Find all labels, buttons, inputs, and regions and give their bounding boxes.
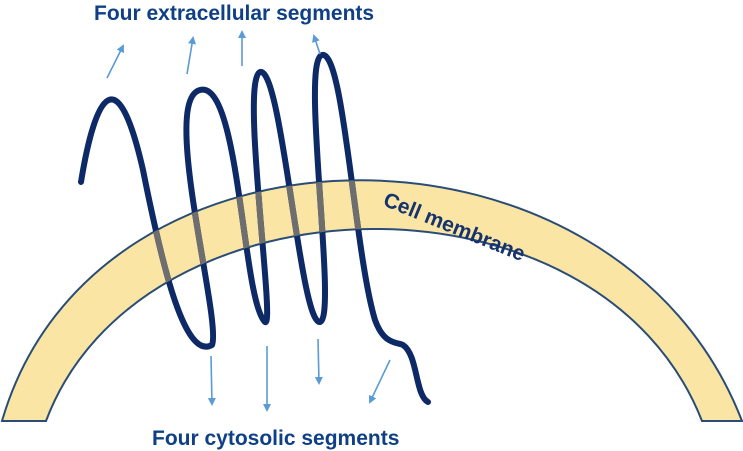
arrow-icon xyxy=(207,355,216,406)
extracellular-arrows xyxy=(106,30,321,79)
arrow-icon xyxy=(314,338,323,385)
cytosolic-arrows xyxy=(207,338,391,412)
cytosolic-label: Four cytosolic segments xyxy=(152,427,399,450)
arrow-icon xyxy=(106,44,124,79)
arrow-icon xyxy=(186,36,196,75)
arrow-icon xyxy=(312,34,321,55)
arrow-icon xyxy=(368,359,391,404)
extracellular-label: Four extracellular segments xyxy=(94,2,374,25)
